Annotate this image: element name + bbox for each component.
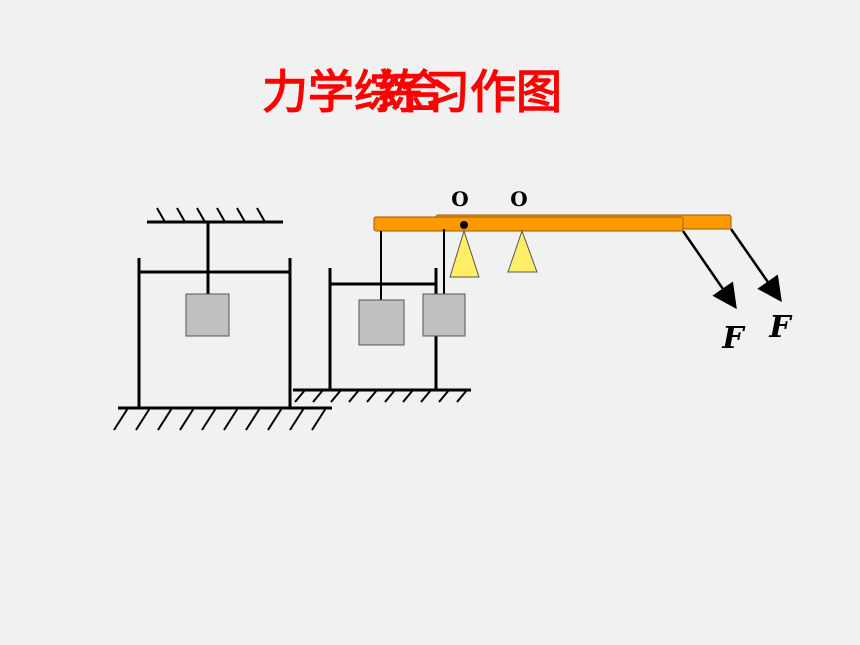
right-block [422, 293, 466, 337]
fulcrum-right [507, 229, 538, 273]
lever-front [373, 216, 684, 232]
pivot-label-right: O [510, 187, 527, 211]
title-text-b: 练习作图 [378, 65, 562, 119]
force-label-right: F [768, 310, 793, 345]
middle-ground-hatch [293, 388, 471, 403]
middle-block [358, 299, 405, 346]
fulcrum-left [449, 229, 480, 278]
force-arrow-left [681, 230, 737, 310]
pivot-dot [460, 221, 468, 229]
force-arrow-right [729, 228, 782, 303]
left-block [185, 293, 230, 337]
pivot-label-left: O [451, 187, 468, 211]
ceiling-hatch [147, 207, 283, 224]
left-frame [137, 222, 292, 408]
force-label-left: F [721, 321, 746, 356]
title-text-a: 力学综合 [262, 65, 446, 119]
left-ground-hatch [113, 406, 332, 431]
slide-title: 力学综合 练习作图 [0, 62, 860, 132]
